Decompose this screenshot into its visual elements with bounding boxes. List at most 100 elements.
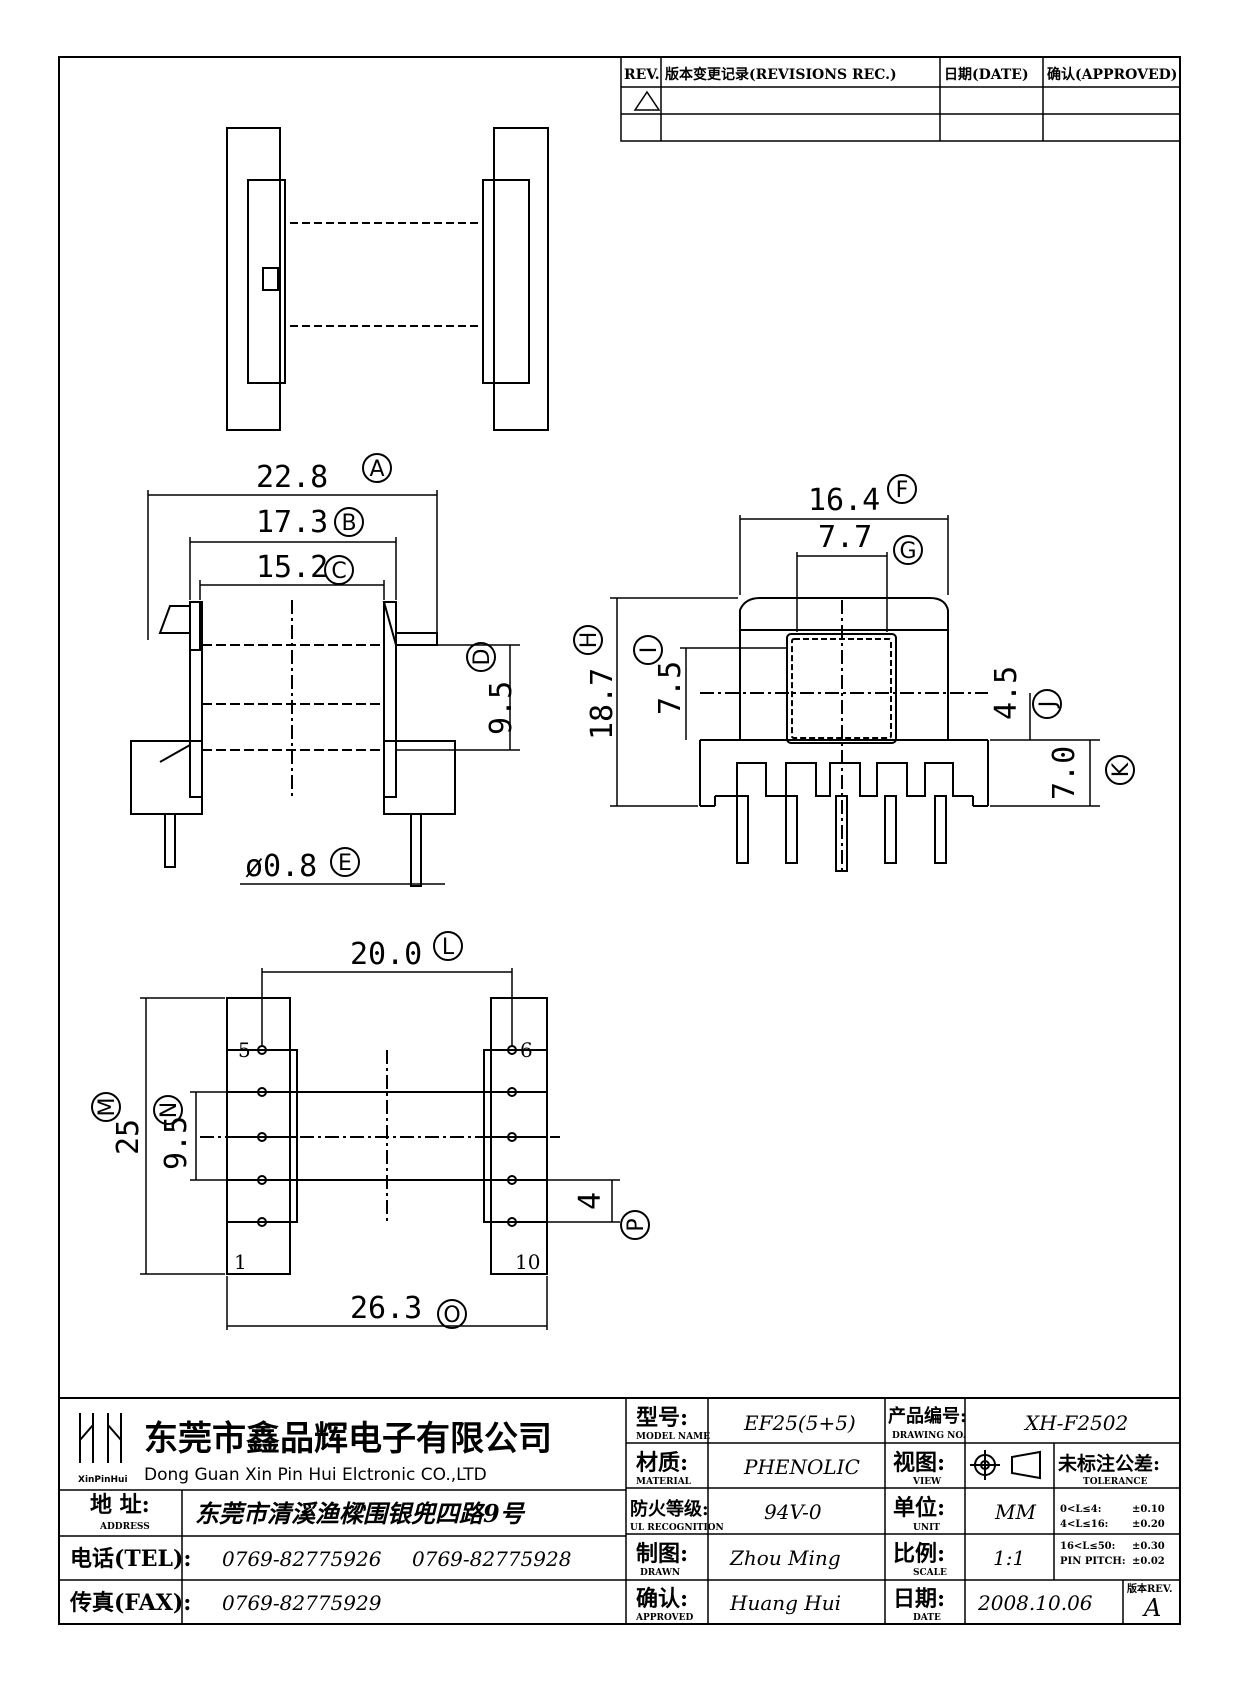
tolerance-value: ±0.10 (1132, 1504, 1165, 1515)
dim-h: 18.7 (585, 668, 620, 740)
address-label-en: ADDRESS (99, 1522, 150, 1532)
view-label-en: VIEW (912, 1477, 942, 1487)
tel-2: 0769-82775928 (412, 1547, 571, 1571)
model-value: EF25(5+5) (743, 1411, 856, 1435)
letter-e: E (338, 851, 352, 876)
dim-c: 15.2 (256, 550, 328, 585)
front-view (130, 600, 456, 887)
dim-n: 9.5 (159, 1116, 194, 1170)
letter-b: B (341, 511, 356, 536)
title-block (58, 1397, 1181, 1625)
pin-number-6: 6 (520, 1038, 533, 1062)
letter-j: J (1036, 701, 1061, 710)
letter-g: G (899, 539, 916, 564)
tolerance-range: 0<L≤4: (1060, 1504, 1101, 1515)
scale-label: 比例: (893, 1541, 945, 1567)
letter-f: F (896, 478, 909, 503)
pin-number-5: 5 (238, 1038, 251, 1062)
letter-p: P (624, 1218, 649, 1231)
bottom-view-dimension-lines (140, 968, 620, 1330)
pin-number-10: 10 (515, 1250, 540, 1274)
company-name-cn: 东莞市鑫品辉电子有限公司 (144, 1419, 552, 1459)
tolerance-value: ±0.02 (1132, 1556, 1165, 1567)
rev-header-records: 版本变更记录(REVISIONS REC.) (665, 66, 897, 83)
rev-header-approved: 确认(APPROVED) (1047, 66, 1177, 83)
rev-label: 版本REV. (1127, 1582, 1172, 1595)
tel-1: 0769-82775926 (222, 1547, 382, 1571)
flame-label-en: UL RECOGNITION (630, 1523, 724, 1533)
dim-p: 4 (573, 1192, 608, 1210)
side-view (699, 597, 989, 872)
rev-value: A (1142, 1594, 1161, 1622)
letter-d: D (470, 649, 495, 666)
approved-value: Huang Hui (729, 1591, 841, 1615)
material-label: 材质: (636, 1450, 688, 1476)
dim-i: 7.5 (653, 661, 688, 715)
drawn-label-en: DRAWN (640, 1568, 680, 1578)
letter-l: L (442, 935, 455, 960)
bottom-view (200, 997, 560, 1275)
flame-value: 94V-0 (764, 1500, 822, 1524)
front-view-dimension-lines (147, 490, 520, 885)
dimension-letter-labels: A B C D E F G H I J K L M N O P (95, 457, 1134, 1328)
dim-f: 16.4 (808, 483, 880, 518)
company-name-en: Dong Guan Xin Pin Hui Elctronic CO.,LTD (144, 1465, 487, 1485)
dim-j: 4.5 (989, 666, 1024, 720)
revision-triangle-icon (633, 90, 661, 111)
material-label-en: MATERIAL (636, 1477, 692, 1487)
company-logo (79, 1413, 122, 1463)
tolerance-label-en: TOLERANCE (1083, 1477, 1148, 1487)
date-label-en: DATE (913, 1613, 941, 1623)
letter-k: K (1109, 762, 1134, 777)
model-label: 型号: (636, 1405, 688, 1431)
letter-o: O (443, 1303, 460, 1328)
drawn-value: Zhou Ming (729, 1546, 841, 1570)
approved-label: 确认: (636, 1586, 688, 1612)
dim-m: 25 (111, 1119, 146, 1155)
date-value: 2008.10.06 (977, 1591, 1093, 1615)
dim-k: 7.0 (1047, 746, 1082, 800)
rev-header-date: 日期(DATE) (944, 67, 1029, 83)
material-value: PHENOLIC (743, 1455, 860, 1479)
tolerance-label: 未标注公差: (1057, 1452, 1160, 1475)
tolerance-range: 16<L≤50: (1060, 1541, 1115, 1552)
unit-value: MM (994, 1500, 1036, 1524)
letter-i: I (637, 647, 662, 654)
dim-a: 22.8 (256, 460, 328, 495)
revision-block (620, 56, 1181, 142)
letter-h: H (577, 632, 602, 649)
fax-value: 0769-82775929 (222, 1591, 382, 1615)
dim-l: 20.0 (350, 937, 422, 972)
dim-g: 7.7 (818, 520, 872, 555)
model-label-en: MODEL NAME (636, 1432, 710, 1442)
top-view (226, 127, 549, 431)
view-label: 视图: (893, 1450, 945, 1476)
tolerance-value: ±0.20 (1132, 1519, 1165, 1530)
logo-text: XinPinHui (78, 1475, 128, 1485)
address-label: 地 址: (90, 1492, 150, 1518)
dim-d: 9.5 (484, 681, 519, 735)
dim-o: 26.3 (350, 1291, 422, 1326)
tolerance-range: 4<L≤16: (1060, 1519, 1108, 1530)
scale-value: 1:1 (993, 1546, 1025, 1570)
rev-header-rev: REV. (624, 67, 660, 83)
scale-label-en: SCALE (913, 1568, 947, 1578)
address-value: 东莞市清溪渔樑围银兜四路9号 (195, 1499, 526, 1528)
fax-label: 传真(FAX): (69, 1590, 191, 1616)
approved-label-en: APPROVED (635, 1613, 694, 1623)
letter-c: C (331, 559, 346, 584)
date-label: 日期: (893, 1586, 945, 1612)
unit-label-en: UNIT (913, 1523, 940, 1533)
side-view-dimension-lines (610, 515, 1100, 807)
letter-m: M (95, 1098, 120, 1117)
flame-label: 防火等级: (630, 1498, 709, 1520)
tel-label: 电话(TEL): (70, 1546, 192, 1572)
tolerance-value: ±0.30 (1132, 1541, 1165, 1552)
letter-n: N (157, 1102, 182, 1118)
drawing-no-label: 产品编号: (888, 1405, 967, 1427)
drawing-no-value: XH-F2502 (1023, 1411, 1128, 1435)
pin-number-1: 1 (234, 1250, 247, 1274)
drawing-no-label-en: DRAWING NO. (892, 1431, 966, 1441)
dim-b: 17.3 (256, 505, 328, 540)
